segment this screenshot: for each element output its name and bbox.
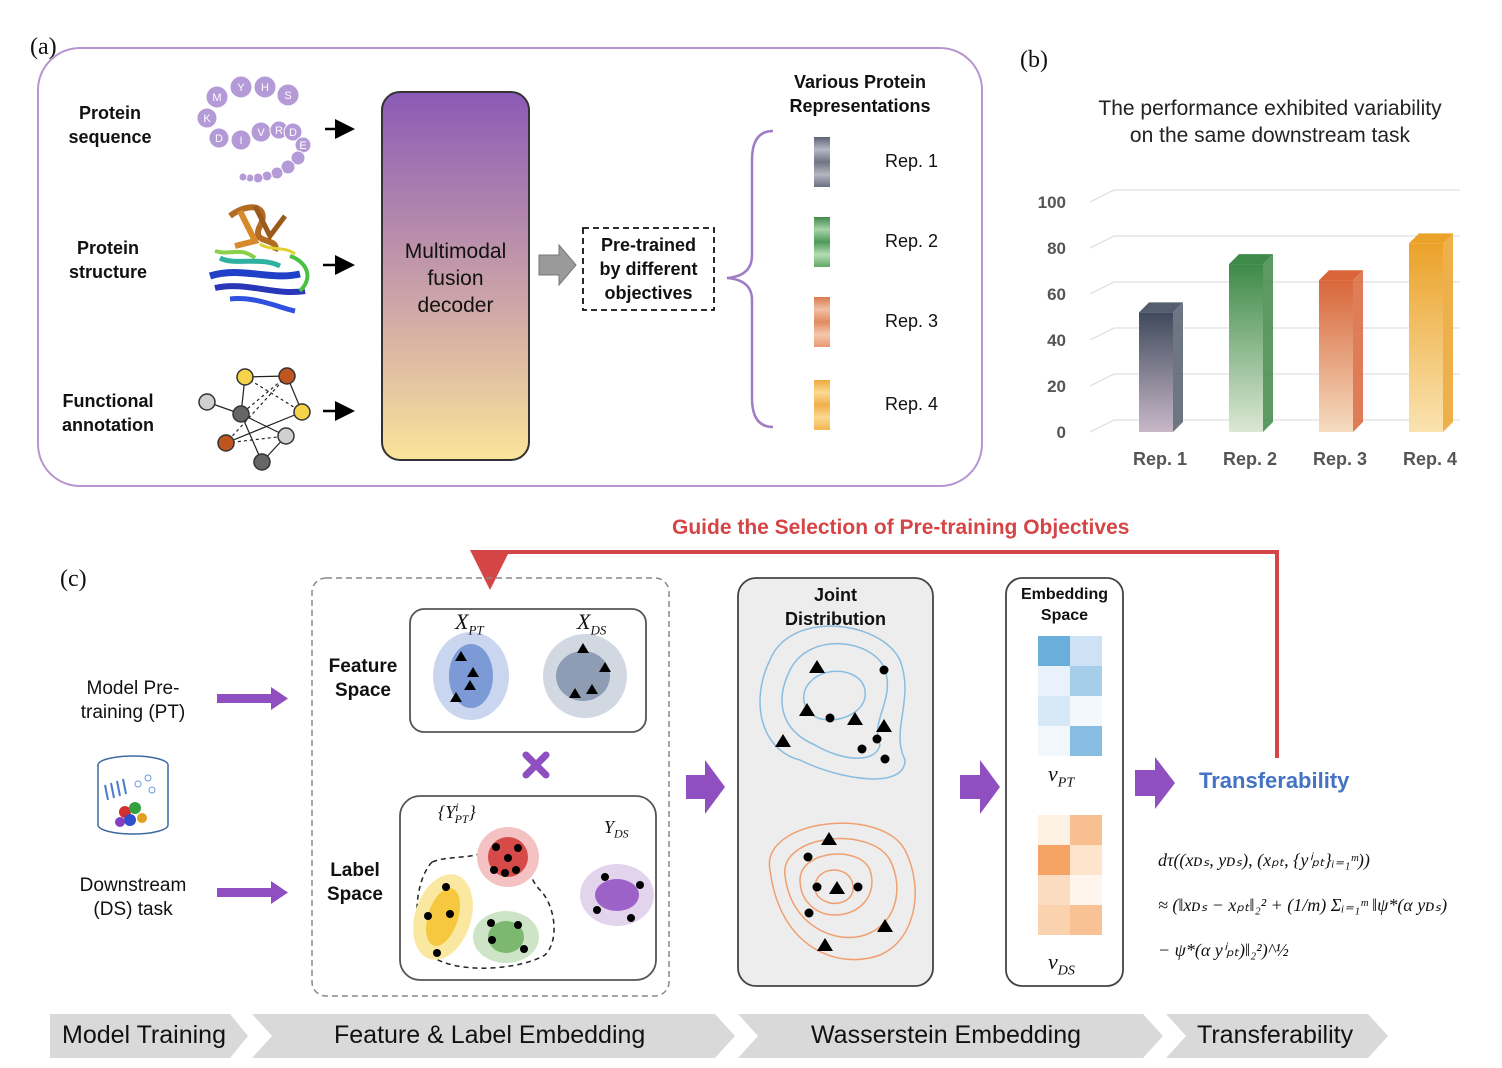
stage-label-transferability: Transferability — [1197, 1021, 1354, 1049]
rep-bar-3 — [814, 297, 830, 347]
label-space-label: Label Space — [327, 860, 383, 905]
chart-bar-top — [1319, 270, 1363, 281]
pt-arrow — [217, 687, 288, 710]
representations-title: Various Protein Representations — [789, 72, 931, 116]
stage-arrow-3 — [1135, 757, 1175, 809]
performance-bar-chart: 0 20 40 60 80 100 Rep. 1 Rep. 2 Rep. 3 Rep. 4 — [1038, 189, 1460, 469]
v-pt-symbol: vPT — [1048, 761, 1075, 791]
chart-gridline-side — [1089, 189, 1115, 203]
chart-gridline-side — [1089, 281, 1115, 295]
input-label-sequence: Protein sequence — [68, 103, 152, 147]
pretrain-label: Pre-trained by different objectives — [599, 235, 698, 303]
panel-label-c: (c) — [60, 566, 87, 592]
stage-chevron-2 — [252, 1014, 735, 1058]
ds-arrow — [217, 881, 288, 904]
rep-label-1: Rep. 1 — [885, 151, 939, 171]
pretrain-source-label: Model Pre- training (PT) — [80, 678, 186, 723]
rep-label-4: Rep. 4 — [885, 394, 939, 414]
chart-bar-top — [1409, 233, 1453, 244]
y-pt-symbol: {YiPT} — [438, 800, 476, 826]
rep-label-2: Rep. 2 — [885, 231, 939, 251]
stage-chevron-1 — [50, 1014, 248, 1058]
chart-bar — [1229, 264, 1263, 432]
database-icon — [97, 755, 169, 835]
input-label-structure: Protein structure — [68, 238, 148, 282]
decoder-label: Multimodal fusion decoder — [404, 240, 507, 317]
chart-bar-side — [1173, 302, 1183, 432]
chart-bar-side — [1263, 254, 1273, 432]
chart-title: The performance exhibited variability on… — [1098, 97, 1442, 147]
seq-letter: S — [284, 90, 291, 102]
chart-y-tick: 0 — [1057, 423, 1066, 442]
seq-letter: H — [261, 82, 269, 94]
downstream-source-label: Downstream (DS) task — [79, 875, 187, 920]
seq-letter: E — [299, 140, 306, 152]
formula-line-1: dτ((xᴅₛ, yᴅₛ), (xₚₜ, {yⁱₚₜ}ᵢ₌₁ᵐ)) — [1158, 850, 1370, 870]
chart-x-tick: Rep. 3 — [1313, 449, 1367, 469]
x-pt-symbol: XPT — [455, 609, 484, 638]
x-ds-symbol: XDS — [577, 609, 607, 638]
chart-y-tick: 100 — [1038, 193, 1066, 212]
chart-bar-top — [1229, 254, 1273, 265]
seq-letter: Y — [237, 82, 245, 94]
rep-bar-1 — [814, 137, 830, 187]
protein-sequence-icon: M Y H S K V R D D I E — [196, 75, 312, 184]
chart-gridline-side — [1089, 327, 1115, 341]
formula-line-2: ≈ (‖xᴅₛ − xₚₜ‖₂² + (1/m) Σᵢ₌₁ᵐ ‖ψ*(α yᴅₛ… — [1158, 895, 1448, 915]
panel-label-b: (b) — [1020, 47, 1048, 73]
seq-letter: V — [257, 127, 265, 139]
seq-letter: D — [215, 133, 223, 145]
stage-label-wasserstein-embedding: Wasserstein Embedding — [811, 1021, 1082, 1049]
seq-letter: M — [212, 92, 221, 104]
representation-bars — [814, 137, 830, 430]
rep-bar-2 — [814, 217, 830, 267]
transferability-label: Transferability — [1199, 768, 1350, 793]
chart-y-tick: 60 — [1047, 285, 1066, 304]
seq-letter: K — [203, 113, 211, 125]
y-ds-symbol: YDS — [604, 817, 629, 841]
feedback-label: Guide the Selection of Pre-training Obje… — [672, 516, 1130, 539]
chart-gridline-side — [1089, 419, 1115, 433]
protein-structure-icon — [208, 204, 310, 314]
stage-label-feature-label-embedding: Feature & Label Embedding — [334, 1021, 646, 1049]
stage-arrow-2 — [960, 760, 1000, 814]
chart-y-tick: 80 — [1047, 239, 1066, 258]
chart-x-tick: Rep. 1 — [1133, 449, 1187, 469]
chart-bar-side — [1443, 233, 1453, 432]
input-label-annotation: Functional annotation — [62, 391, 154, 435]
v-ds-heatmap — [1038, 815, 1102, 935]
rep-label-3: Rep. 3 — [885, 311, 939, 331]
panel-label-a: (a) — [30, 34, 57, 60]
chart-gridline-side — [1089, 235, 1115, 249]
v-pt-heatmap — [1038, 636, 1102, 756]
chart-y-tick: 40 — [1047, 331, 1066, 350]
stage-label-model-training: Model Training — [62, 1021, 226, 1049]
chart-bar — [1139, 312, 1173, 432]
seq-letter: R — [275, 125, 283, 137]
chart-y-tick: 20 — [1047, 377, 1066, 396]
joint-distribution-label: Joint Distribution — [785, 585, 886, 629]
chart-x-tick: Rep. 4 — [1403, 449, 1457, 469]
stage-chevron-3 — [738, 1014, 1163, 1058]
chart-gridline-side — [1089, 373, 1115, 387]
formula-line-3: − ψ*(α yⁱₚₜ)‖₂²)^½ — [1158, 940, 1289, 960]
annotation-graph-icon — [198, 367, 311, 471]
v-ds-symbol: vDS — [1048, 949, 1075, 979]
seq-letter: D — [289, 127, 297, 139]
chart-bar — [1319, 280, 1353, 432]
chart-bar — [1409, 243, 1443, 432]
chart-bar-top — [1139, 302, 1183, 313]
cross-product-icon — [522, 751, 550, 779]
chart-bar-side — [1353, 270, 1363, 432]
feature-space-label: Feature Space — [328, 656, 398, 701]
chart-x-tick: Rep. 2 — [1223, 449, 1277, 469]
stage-chevron-4 — [1166, 1014, 1388, 1058]
seq-letter: I — [239, 135, 242, 147]
embedding-space-label: Embedding Space — [1020, 586, 1109, 624]
stage-arrow-1 — [686, 760, 725, 814]
rep-bar-4 — [814, 380, 830, 430]
